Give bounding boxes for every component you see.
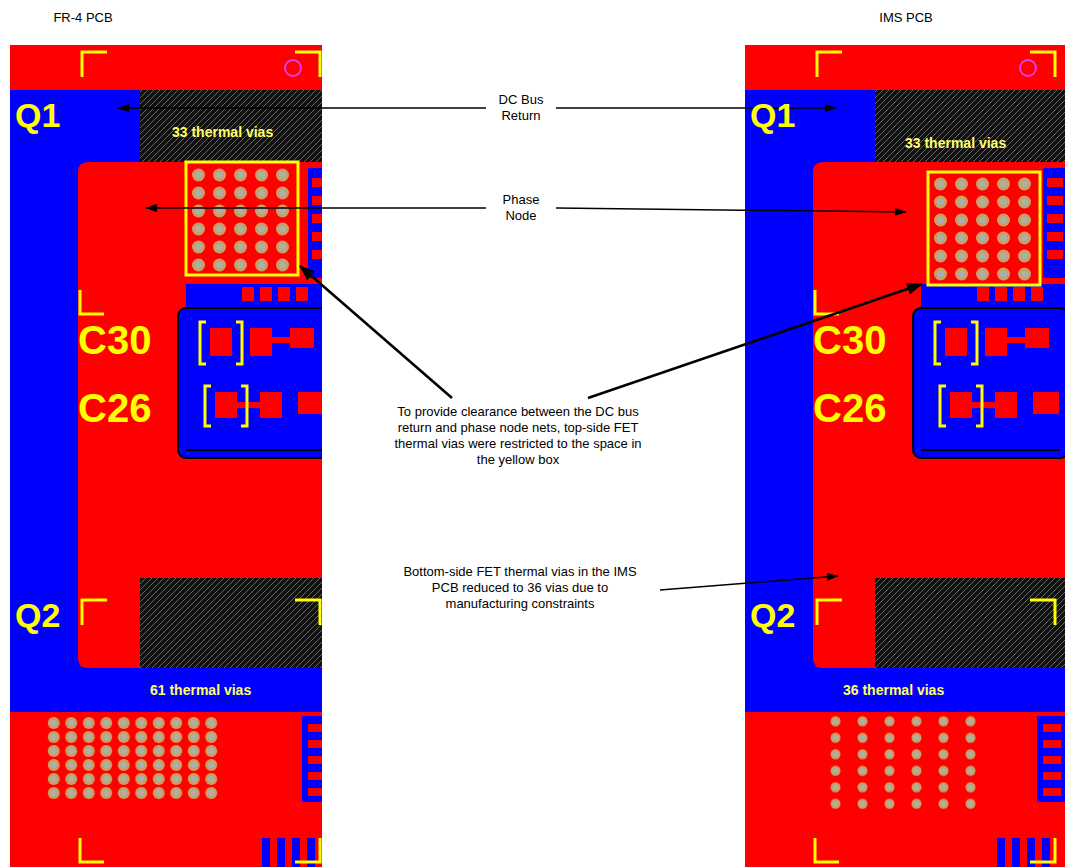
panel-title: FR-4 PCB [23,10,143,26]
yellow-box [186,162,298,275]
leader-arrow [146,207,486,209]
part-designator: Q2 [15,598,60,632]
panel-title: IMS PCB [846,10,966,26]
part-designator: C26 [78,388,151,428]
fr4-pcb-layout [10,45,322,867]
ims-pcb-layout [745,45,1065,867]
leader-arrow [300,266,452,398]
leader-arrow [556,208,906,212]
via-count: 61 thermal vias [150,682,251,698]
callout-label: DC Bus Return [493,92,549,124]
part-designator: C30 [813,320,886,360]
callout-label: Phase Node [493,192,549,224]
callout-note: To provide clearance between the DC bus … [392,404,644,468]
via-count: 36 thermal vias [843,682,944,698]
leader-arrow [118,107,486,109]
via-count: 33 thermal vias [905,135,1006,151]
part-designator: C30 [78,320,151,360]
thermal-via-array [930,175,1035,283]
thermal-via-array [45,716,220,800]
callout-note: Bottom-side FET thermal vias in the IMS … [389,564,651,612]
part-designator: C26 [813,388,886,428]
thermal-via-array [188,166,293,274]
yellow-box [928,172,1040,285]
leader-arrow [660,576,838,590]
via-count: 33 thermal vias [172,124,273,140]
part-designator: Q1 [15,98,60,132]
leader-arrow [588,284,922,398]
part-designator: Q1 [750,98,795,132]
part-designator: Q2 [750,598,795,632]
thermal-via-array [822,713,984,812]
